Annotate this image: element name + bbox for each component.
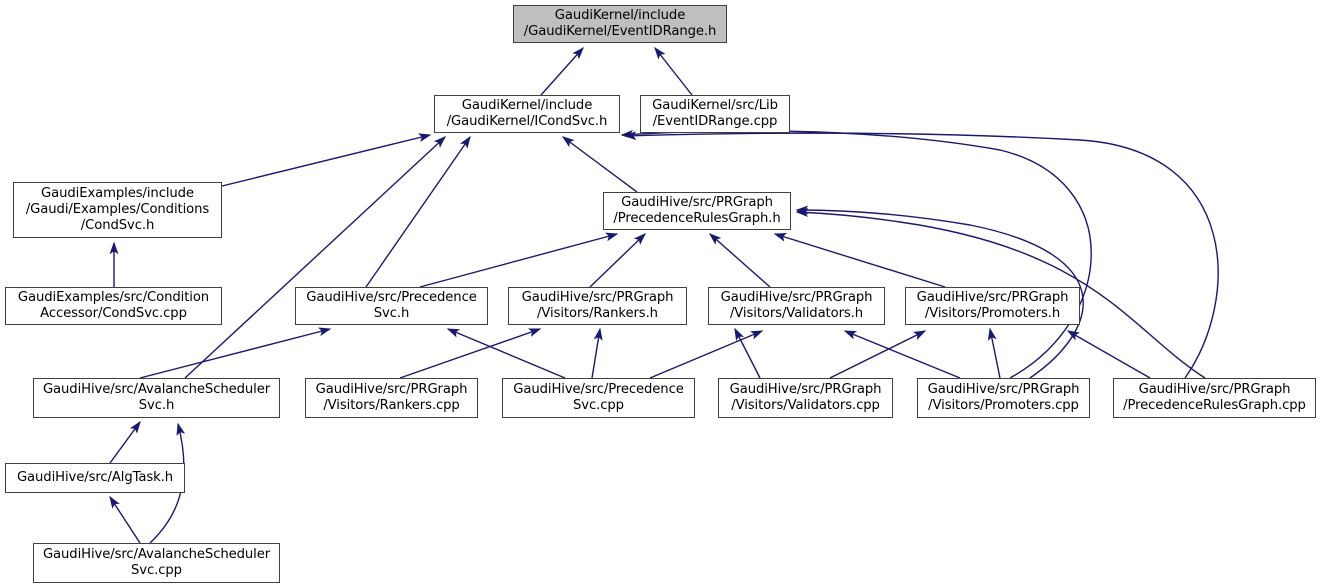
edge-avalancheschedulersvc_h-to-icondsvc_h [184,136,447,379]
node-precedencerulesgraph_h[interactable]: GaudiHive/src/PRGraph /PrecedenceRulesGr… [603,192,791,230]
edge-rankers_h-to-precedencerulesgraph_h [589,233,647,288]
edge-precedencesvc_h-to-precedencerulesgraph_h [419,232,619,288]
node-label: GaudiExamples/include /Gaudi/Examples/Co… [25,186,210,233]
node-label: GaudiExamples/src/Condition Accessor/Con… [17,290,210,321]
node-label: GaudiHive/src/PRGraph /PrecedenceRulesGr… [613,195,781,226]
edge-precedencesvc_cpp-to-rankers_h [591,327,603,379]
edge-promoters_cpp-to-validators_h [843,330,961,379]
node-promoters_cpp[interactable]: GaudiHive/src/PRGraph /Visitors/Promoter… [917,378,1090,418]
edge-icondsvc_h-to-eventidrange_h [540,46,584,96]
node-eventidrange_cpp[interactable]: GaudiKernel/src/Lib /EventIDRange.cpp [640,95,790,133]
node-condsvc_cpp[interactable]: GaudiExamples/src/Condition Accessor/Con… [5,287,222,325]
node-label: GaudiKernel/include /GaudiKernel/ICondSv… [446,98,608,129]
edge-precedencerulesgraph_cpp-to-promoters_h [1066,330,1151,379]
node-label: GaudiHive/src/AvalancheScheduler Svc.h [42,382,271,413]
node-label: GaudiHive/src/PRGraph /Visitors/Promoter… [927,382,1080,413]
edge-eventidrange_cpp-to-eventidrange_h [654,46,693,96]
edge-rankers_cpp-to-rankers_h [399,328,542,379]
node-eventidrange_h[interactable]: GaudiKernel/include /GaudiKernel/EventID… [513,5,727,43]
node-label: GaudiHive/src/AvalancheScheduler Svc.cpp [42,547,271,578]
node-rankers_cpp[interactable]: GaudiHive/src/PRGraph /Visitors/Rankers.… [305,378,478,418]
node-condsvc_h_examples[interactable]: GaudiExamples/include /Gaudi/Examples/Co… [13,182,222,238]
edge-validators_cpp-to-promoters_h [829,330,927,379]
node-label: GaudiHive/src/PRGraph /Visitors/Validato… [720,290,873,321]
node-label: GaudiHive/src/AlgTask.h [16,470,174,485]
edge-validators_h-to-precedencerulesgraph_h [708,233,771,288]
edge-promoters_cpp-to-icondsvc_h [620,129,1092,379]
node-label: GaudiHive/src/PRGraph /PrecedenceRulesGr… [1123,382,1306,413]
edge-algtask_h-to-avalancheschedulersvc_h [109,420,141,464]
node-label: GaudiHive/src/PRGraph /Visitors/Rankers.… [521,290,674,321]
node-validators_h[interactable]: GaudiHive/src/PRGraph /Visitors/Validato… [708,287,885,325]
node-algtask_h[interactable]: GaudiHive/src/AlgTask.h [5,463,185,493]
node-label: GaudiHive/src/Precedence Svc.h [306,290,477,321]
edge-avalancheschedulersvc_cpp-to-algtask_h [109,495,141,544]
edge-precedencerulesgraph_cpp-to-icondsvc_h [623,131,1219,379]
edge-precedencesvc_cpp-to-validators_h [649,330,764,379]
node-label: GaudiKernel/src/Lib /EventIDRange.cpp [652,98,778,129]
edge-promoters_h-to-precedencerulesgraph_h [773,233,946,288]
edge-precedencerulesgraph_h-to-icondsvc_h [561,136,638,193]
edge-promoters_cpp-to-promoters_h [987,327,1001,379]
node-label: GaudiKernel/include /GaudiKernel/EventID… [523,8,717,39]
node-precedencesvc_cpp[interactable]: GaudiHive/src/Precedence Svc.cpp [502,378,695,418]
node-validators_cpp[interactable]: GaudiHive/src/PRGraph /Visitors/Validato… [718,378,893,418]
edge-avalancheschedulersvc_h-to-precedencesvc_h [139,327,332,379]
node-promoters_h[interactable]: GaudiHive/src/PRGraph /Visitors/Promoter… [905,287,1080,325]
dependency-edges [109,46,1219,544]
node-precedencerulesgraph_cpp[interactable]: GaudiHive/src/PRGraph /PrecedenceRulesGr… [1113,378,1316,418]
node-icondsvc_h[interactable]: GaudiKernel/include /GaudiKernel/ICondSv… [434,95,620,133]
edge-validators_cpp-to-validators_h [734,327,761,379]
node-label: GaudiHive/src/PRGraph /Visitors/Rankers.… [315,382,468,413]
edge-precedencesvc_h-to-icondsvc_h [365,135,471,288]
node-avalancheschedulersvc_h[interactable]: GaudiHive/src/AvalancheScheduler Svc.h [33,378,280,418]
node-rankers_h[interactable]: GaudiHive/src/PRGraph /Visitors/Rankers.… [508,287,687,325]
node-avalancheschedulersvc_cpp[interactable]: GaudiHive/src/AvalancheScheduler Svc.cpp [33,543,280,583]
edge-precedencesvc_cpp-to-precedencesvc_h [446,328,566,379]
edge-condsvc_h_examples-to-icondsvc_h [221,133,432,187]
node-precedencesvc_h[interactable]: GaudiHive/src/Precedence Svc.h [295,287,488,325]
node-label: GaudiHive/src/PRGraph /Visitors/Promoter… [916,290,1069,321]
edge-precedencerulesgraph_cpp-to-precedencerulesgraph_h [795,208,1206,379]
node-label: GaudiHive/src/Precedence Svc.cpp [513,382,684,413]
node-label: GaudiHive/src/PRGraph /Visitors/Validato… [729,382,882,413]
